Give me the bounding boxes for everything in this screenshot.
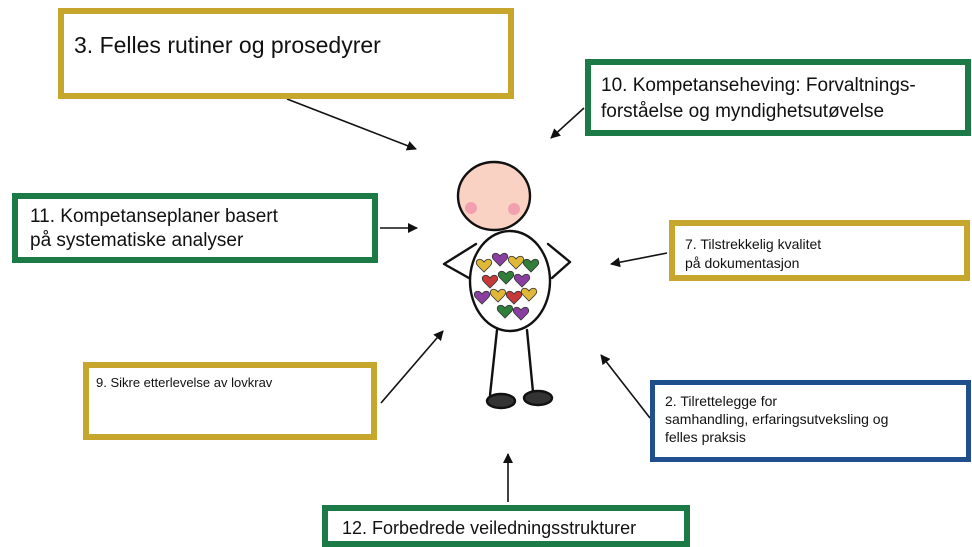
box-label-line-2: samhandling, erfaringsutveksling og [665, 411, 889, 428]
arrow-3 [286, 98, 417, 151]
box-samhandling: 2. Tilrettelegge for samhandling, erfari… [650, 380, 971, 462]
box-label: 12. Forbedrede veiledningsstrukturer [342, 518, 637, 538]
box-label-line-1: 2. Tilrettelegge for [665, 393, 778, 409]
box-label-line-2: forståelse og myndighetsutøvelse [601, 100, 885, 122]
heart-pattern [473, 252, 540, 321]
box-lovkrav: 9. Sikre etterlevelse av lovkrav [83, 362, 377, 440]
box-veiledningsstrukturer: 12. Forbedrede veiledningsstrukturer [322, 505, 690, 547]
box-label: 9. Sikre etterlevelse av lovkrav [96, 375, 273, 390]
box-dokumentasjon: 7. Tilstrekkelig kvalitet på dokumentasj… [669, 220, 970, 281]
box-label-line-2: på systematiske analyser [30, 230, 244, 252]
arrow-9 [380, 330, 444, 404]
box-label: 3. Felles rutiner og prosedyrer [74, 32, 381, 58]
arrow-2 [600, 354, 651, 419]
box-kompetanseheving: 10. Kompetanseheving: Forvaltnings- fors… [585, 59, 971, 136]
box-felles-rutiner: 3. Felles rutiner og prosedyrer [58, 8, 514, 99]
box-label-line-1: 11. Kompetanseplaner basert [30, 206, 278, 227]
box-kompetanseplaner: 11. Kompetanseplaner basert på systemati… [12, 193, 378, 263]
box-label-line-1: 10. Kompetanseheving: Forvaltnings- [601, 75, 916, 96]
box-label-line-3: felles praksis [665, 429, 746, 446]
arrow-10 [550, 107, 585, 139]
arrow-7 [610, 252, 668, 268]
box-label-line-1: 7. Tilstrekkelig kvalitet [685, 236, 822, 252]
stick-figure-icon [442, 160, 572, 410]
box-label-line-2: på dokumentasjon [685, 254, 800, 271]
